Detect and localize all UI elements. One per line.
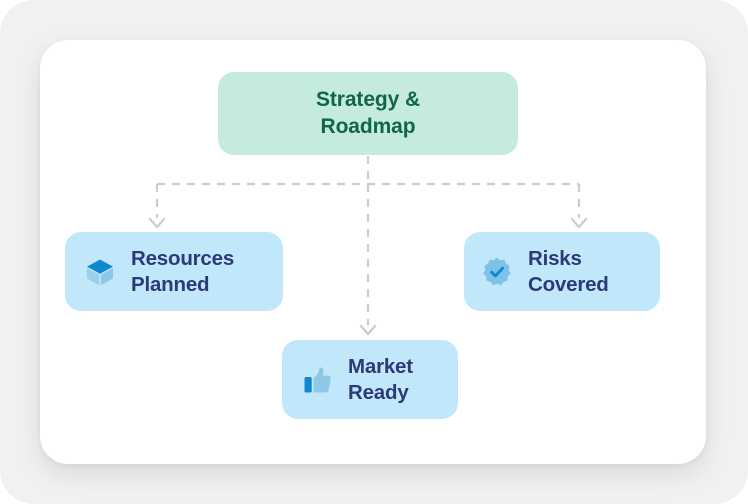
node-resources-planned[interactable]: Resources Planned [65,232,283,311]
node-label-line1: Resources [131,247,235,271]
arrowhead-market-icon [359,324,377,336]
node-resources-planned-label: Resources Planned [131,246,234,297]
node-label-line2: Roadmap [320,114,416,138]
node-label-line2: Ready [348,380,409,404]
node-label-line2: Planned [131,272,210,296]
arrowhead-risks-icon [570,217,588,229]
node-label-line1: Risks [528,247,582,271]
node-label-line1: Strategy & [315,87,421,111]
diagram-card: Strategy & Roadmap Resources Planned [40,40,706,464]
arrowhead-resources-icon [148,217,166,229]
thumbs-up-icon [300,363,334,397]
node-strategy-roadmap-label: Strategy & Roadmap [316,87,420,141]
node-market-ready[interactable]: Market Ready [282,340,458,419]
node-market-ready-label: Market Ready [348,354,413,405]
node-label-line1: Market [348,355,413,379]
node-label-line2: Covered [528,272,609,296]
cube-icon [83,255,117,289]
verified-badge-icon [480,255,514,289]
node-risks-covered[interactable]: Risks Covered [464,232,660,311]
node-strategy-roadmap[interactable]: Strategy & Roadmap [218,72,518,155]
node-risks-covered-label: Risks Covered [528,246,609,297]
